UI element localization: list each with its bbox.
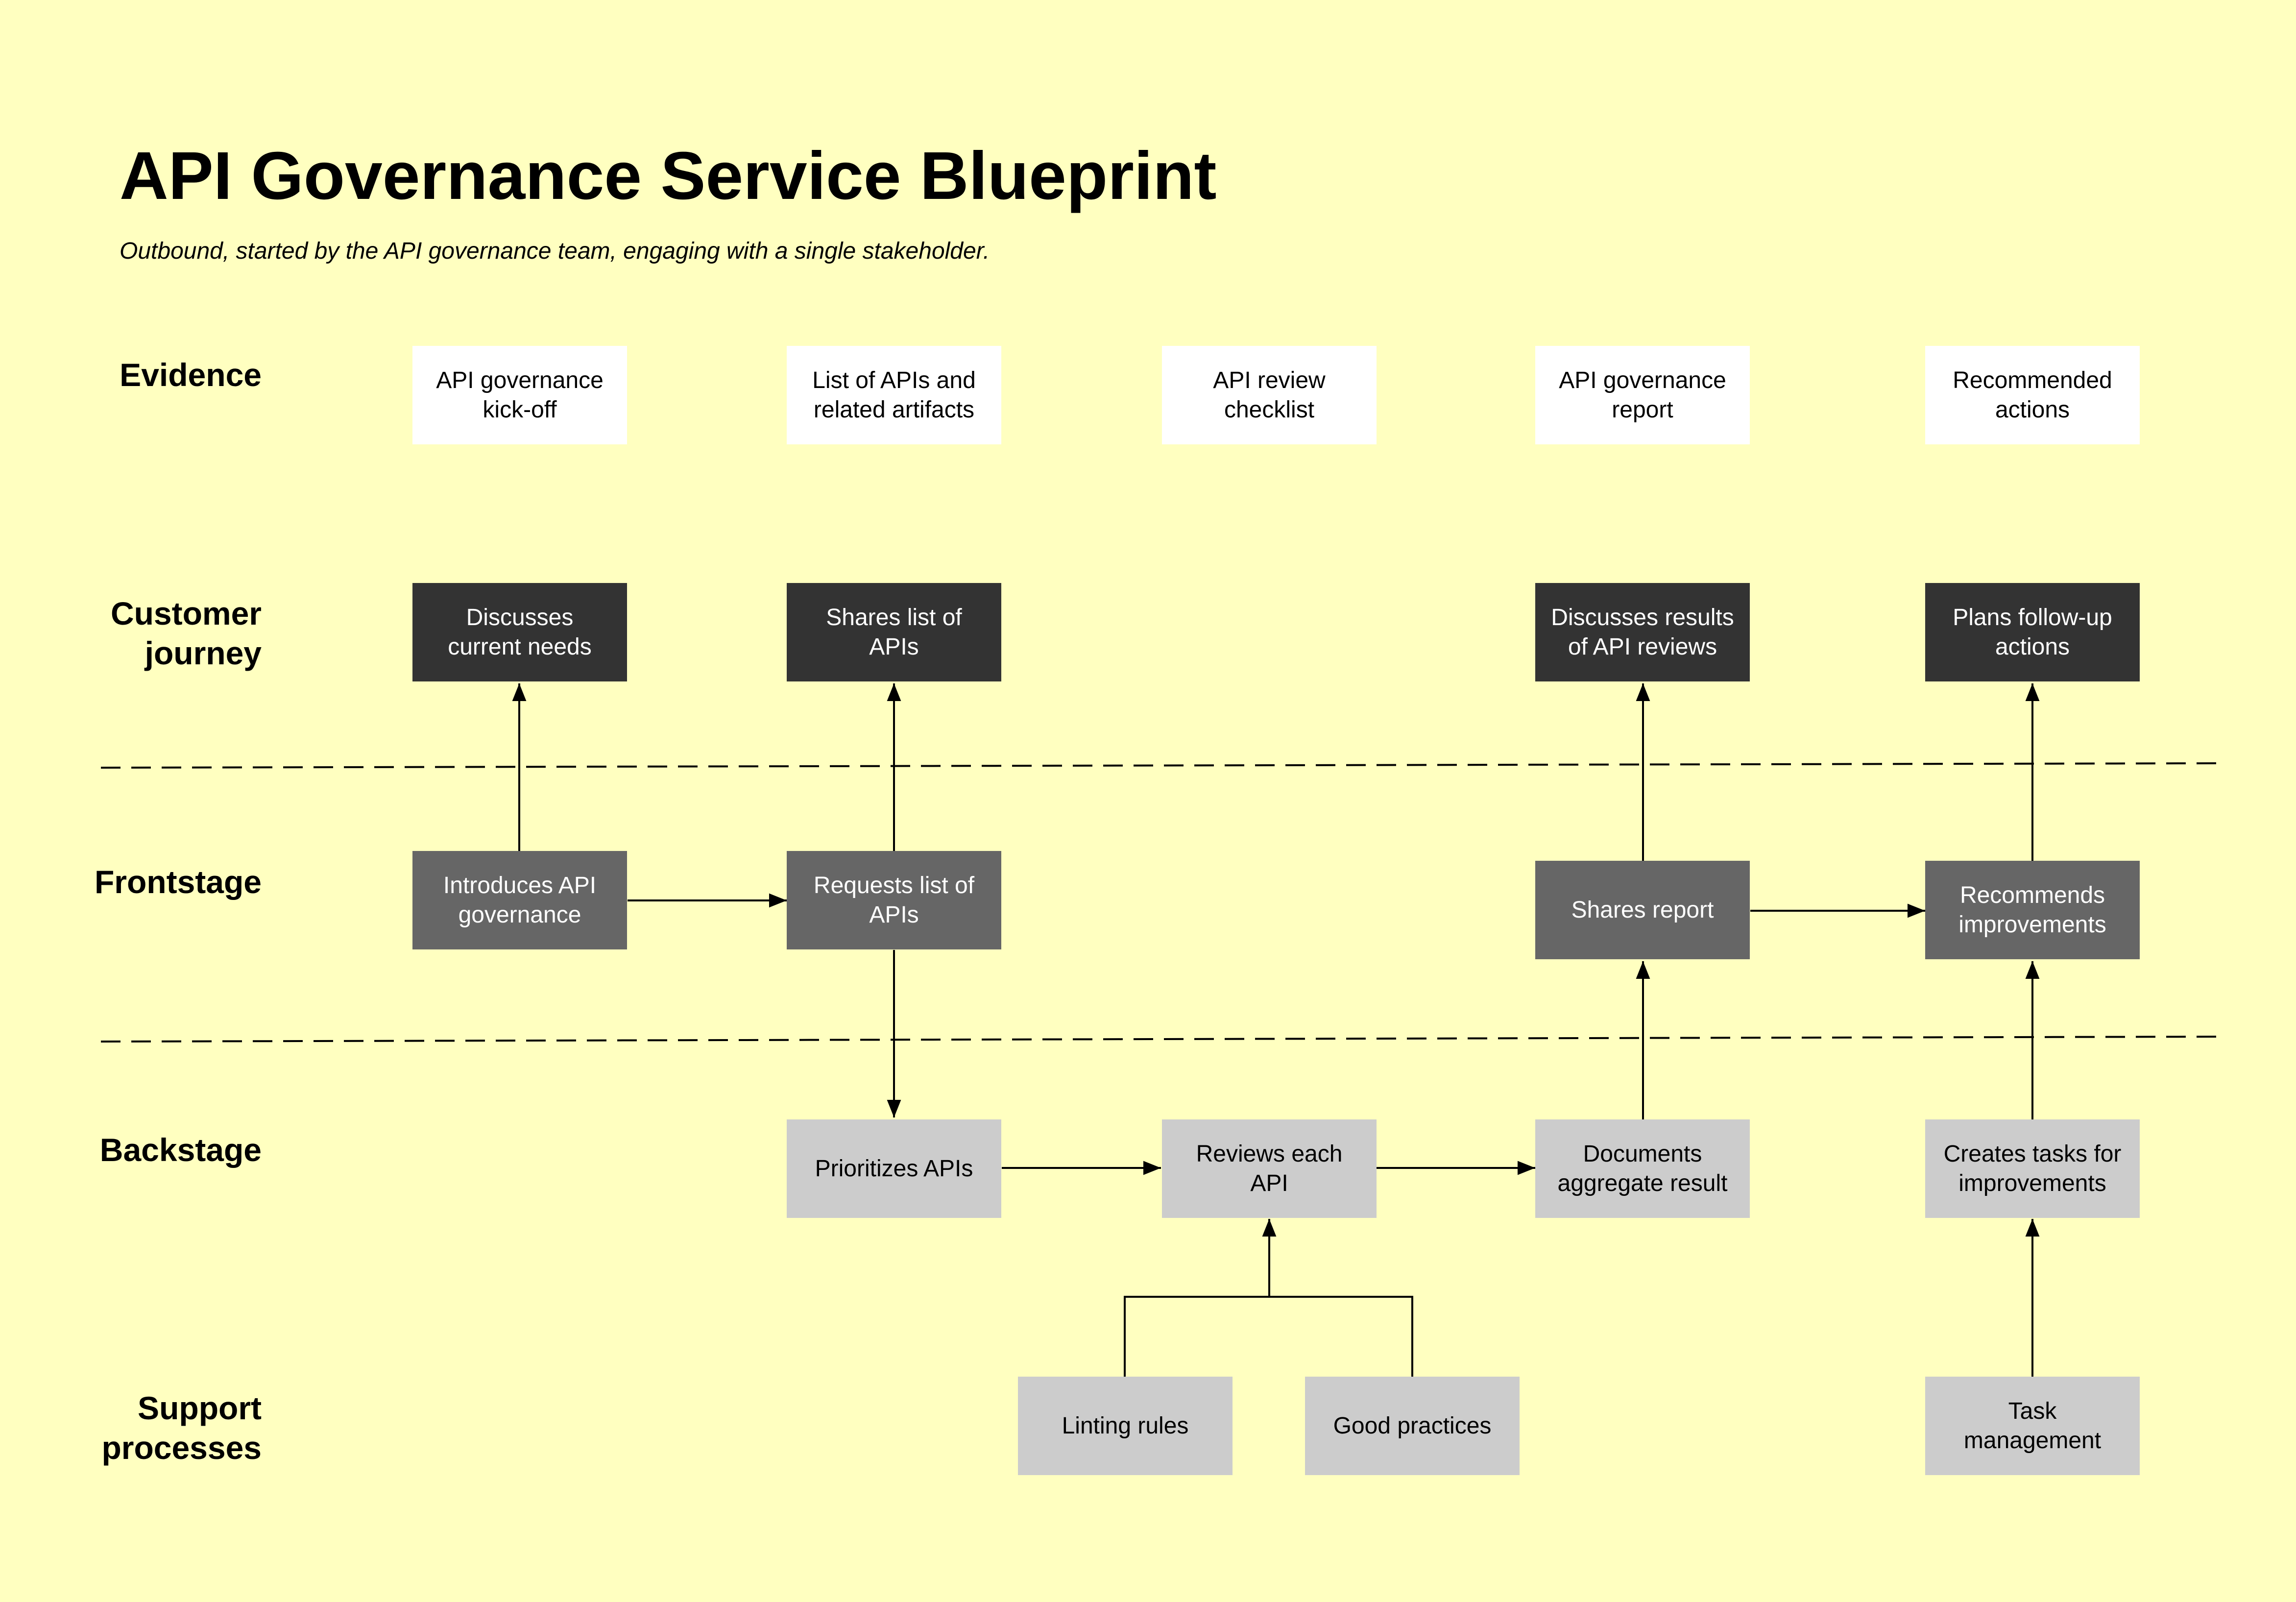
lane-label-backstage: Backstage (56, 1130, 262, 1170)
journey-discusses-needs-line1: Discusses (466, 604, 574, 631)
evidence-review-checklist-line1: API review (1213, 367, 1326, 393)
frontstage-shares-report: Shares report (1535, 861, 1750, 959)
evidence-governance-report: API governance report (1535, 346, 1750, 444)
frontstage-requests-list: Requests list of APIs (787, 851, 1001, 949)
support-task-management: Task management (1925, 1377, 2140, 1475)
evidence-api-list: List of APIs and related artifacts (787, 346, 1001, 444)
evidence-kickoff-line1: API governance (436, 367, 604, 393)
support-good-practices: Good practices (1305, 1377, 1520, 1475)
page-subtitle: Outbound, started by the API governance … (120, 238, 990, 264)
evidence-api-list-line1: List of APIs and (812, 367, 976, 393)
evidence-kickoff: API governance kick-off (412, 346, 627, 444)
frontstage-introduces-line2: governance (458, 901, 581, 928)
backstage-documents-result: Documents aggregate result (1535, 1119, 1750, 1218)
evidence-recommended-actions-line1: Recommended (1953, 367, 2112, 393)
lane-label-frontstage: Frontstage (56, 862, 262, 902)
journey-shares-list-line2: APIs (869, 633, 919, 660)
journey-discusses-results-line2: of API reviews (1568, 633, 1717, 660)
lane-label-customer-journey: Customer journey (56, 594, 262, 673)
connector-support-to-reviews (1124, 1296, 1413, 1377)
line-of-visibility (100, 1036, 2220, 1043)
frontstage-recommends-line2: improvements (1958, 911, 2106, 938)
line-of-interaction (100, 762, 2220, 769)
support-task-management-line2: management (1963, 1427, 2102, 1454)
backstage-creates-tasks-line1: Creates tasks for (1943, 1141, 2122, 1167)
lane-label-support-processes: Support processes (56, 1388, 262, 1468)
evidence-kickoff-line2: kick-off (483, 396, 557, 423)
evidence-governance-report-line2: report (1612, 396, 1673, 423)
evidence-recommended-actions: Recommended actions (1925, 346, 2140, 444)
backstage-reviews-line1: Reviews each (1196, 1141, 1343, 1167)
evidence-review-checklist-line2: checklist (1224, 396, 1315, 423)
lane-label-customer-journey-line1: Customer (110, 595, 262, 631)
frontstage-requests-line1: Requests list of (813, 872, 975, 898)
lane-label-evidence-text: Evidence (120, 357, 262, 393)
frontstage-introduces-governance: Introduces API governance (412, 851, 627, 949)
journey-discusses-needs-line2: current needs (448, 633, 592, 660)
lane-label-backstage-text: Backstage (99, 1132, 262, 1168)
journey-plans-followup-line2: actions (1995, 633, 2070, 660)
lane-label-customer-journey-line2: journey (145, 635, 262, 671)
journey-plans-followup-line1: Plans follow-up (1953, 604, 2112, 631)
page-title: API Governance Service Blueprint (120, 138, 1217, 214)
journey-discusses-results-line1: Discusses results (1551, 604, 1734, 631)
frontstage-recommends-line1: Recommends (1959, 882, 2105, 908)
evidence-recommended-actions-line2: actions (1995, 396, 2070, 423)
backstage-creates-tasks-line2: improvements (1958, 1170, 2106, 1196)
lane-label-support-line1: Support (138, 1390, 262, 1426)
support-linting-rules-line1: Linting rules (1062, 1412, 1189, 1439)
frontstage-shares-report-line1: Shares report (1571, 897, 1714, 923)
evidence-api-list-line2: related artifacts (813, 396, 975, 423)
backstage-prioritizes-line1: Prioritizes APIs (815, 1155, 973, 1182)
backstage-creates-tasks: Creates tasks for improvements (1925, 1119, 2140, 1218)
evidence-review-checklist: API review checklist (1162, 346, 1377, 444)
evidence-governance-report-line1: API governance (1559, 367, 1726, 393)
lane-label-frontstage-text: Frontstage (94, 864, 262, 900)
support-good-practices-line1: Good practices (1333, 1412, 1492, 1439)
backstage-prioritizes-apis: Prioritizes APIs (787, 1119, 1001, 1218)
backstage-reviews-line2: API (1250, 1170, 1288, 1196)
frontstage-introduces-line1: Introduces API (443, 872, 597, 898)
support-task-management-line1: Task (2008, 1398, 2057, 1424)
journey-shares-list-line1: Shares list of (826, 604, 962, 631)
frontstage-recommends-improvements: Recommends improvements (1925, 861, 2140, 959)
frontstage-requests-line2: APIs (869, 901, 919, 928)
lane-label-support-line2: processes (101, 1430, 262, 1466)
lane-label-evidence: Evidence (56, 355, 262, 395)
backstage-documents-line1: Documents (1583, 1141, 1702, 1167)
support-linting-rules: Linting rules (1018, 1377, 1233, 1475)
backstage-documents-line2: aggregate result (1557, 1170, 1728, 1196)
